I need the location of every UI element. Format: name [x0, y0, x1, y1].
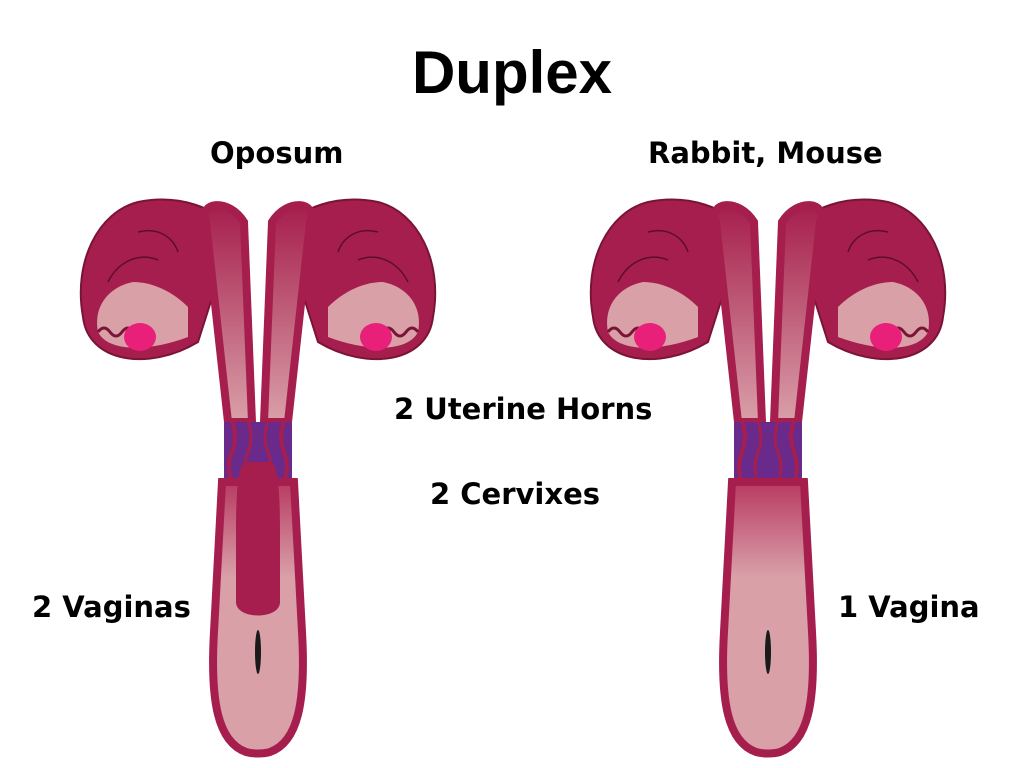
two-vaginas-label: 2 Vaginas	[32, 590, 191, 624]
oposum-uterus	[81, 200, 435, 754]
species-label-left: Oposum	[210, 136, 344, 170]
one-vagina-label: 1 Vagina	[838, 590, 980, 624]
uterine-horns-label: 2 Uterine Horns	[394, 392, 653, 426]
rabbit-mouse-uterus	[591, 200, 945, 754]
species-label-right: Rabbit, Mouse	[648, 136, 883, 170]
page-title: Duplex	[411, 39, 613, 106]
cervixes-label: 2 Cervixes	[430, 477, 601, 511]
